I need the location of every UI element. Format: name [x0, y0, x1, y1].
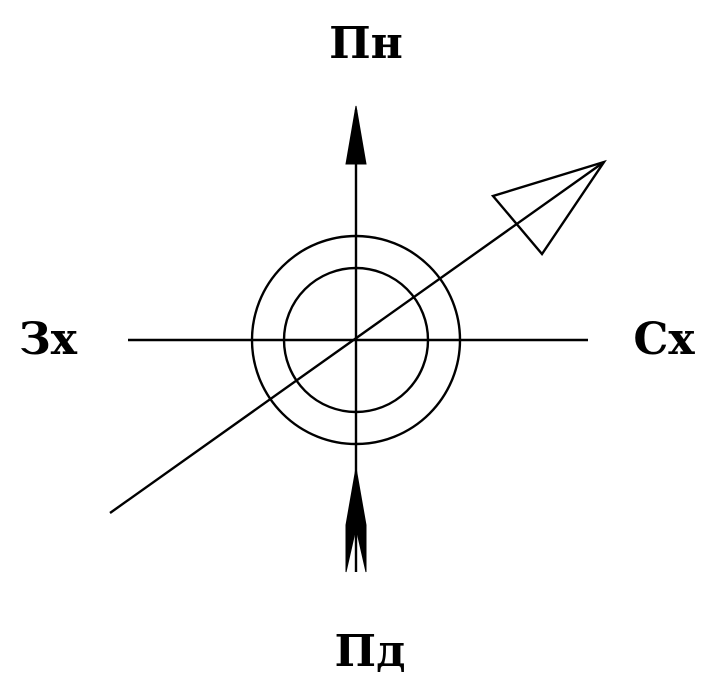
outer-circle	[250, 234, 462, 446]
north-label: Пн	[329, 18, 403, 69]
north-arrowhead-icon	[345, 105, 367, 165]
south-arrow-tail-icon	[345, 467, 367, 573]
south-label: Пд	[335, 626, 406, 677]
east-label: Сх	[633, 314, 695, 365]
inner-circle	[282, 266, 430, 414]
wind-direction-line	[109, 161, 605, 514]
west-label: Зх	[19, 314, 78, 365]
open-triangle-arrowhead-icon	[490, 159, 607, 256]
